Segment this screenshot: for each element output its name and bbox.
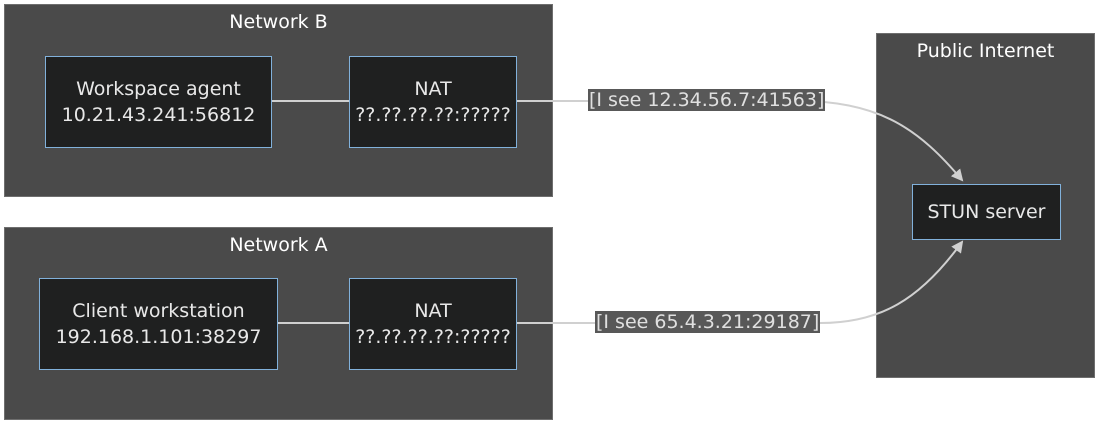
client-workstation-label: Client workstation bbox=[72, 300, 245, 322]
nat-b-address: ??.??.??.??:????? bbox=[355, 104, 511, 126]
public-internet-title: Public Internet bbox=[916, 40, 1055, 62]
workspace-agent-address: 10.21.43.241:56812 bbox=[61, 104, 256, 126]
network-b-title: Network B bbox=[229, 11, 328, 33]
network-a-title: Network A bbox=[229, 234, 328, 256]
nat-b-node: NAT ??.??.??.??:????? bbox=[349, 56, 517, 148]
edge-label-nat-b: [I see 12.34.56.7:41563] bbox=[588, 89, 826, 111]
stun-server-label: STUN server bbox=[927, 201, 1046, 223]
edge-label-nat-a: [I see 65.4.3.21:29187] bbox=[595, 311, 821, 333]
stun-server-node: STUN server bbox=[912, 184, 1061, 240]
nat-b-label: NAT bbox=[414, 78, 452, 100]
client-workstation-node: Client workstation 192.168.1.101:38297 bbox=[39, 278, 278, 370]
nat-a-node: NAT ??.??.??.??:????? bbox=[349, 278, 517, 370]
workspace-agent-node: Workspace agent 10.21.43.241:56812 bbox=[45, 56, 272, 148]
nat-a-label: NAT bbox=[414, 300, 452, 322]
nat-a-address: ??.??.??.??:????? bbox=[355, 326, 511, 348]
client-workstation-address: 192.168.1.101:38297 bbox=[55, 326, 262, 348]
workspace-agent-label: Workspace agent bbox=[76, 78, 241, 100]
